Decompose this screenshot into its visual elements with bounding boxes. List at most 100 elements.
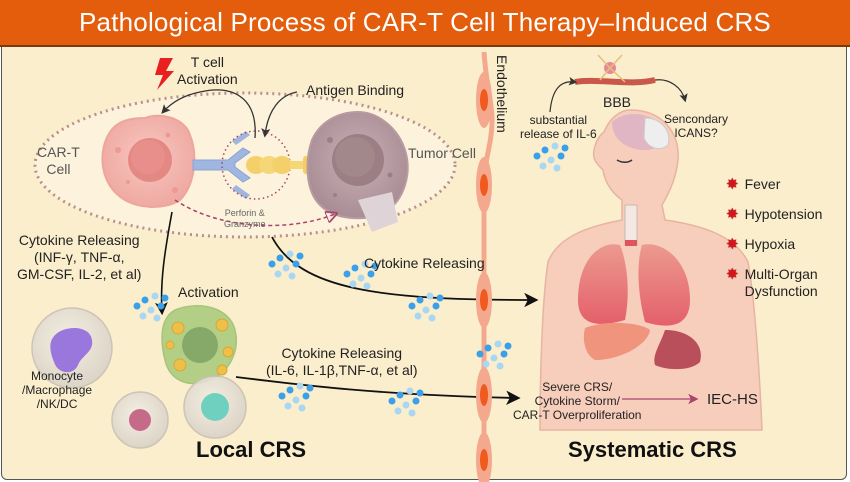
cytokine-particle — [541, 146, 549, 154]
t-cell-activation-line2: Activation — [177, 71, 238, 87]
symptom-label: Hypoxia — [744, 236, 796, 252]
cytokine-particle — [416, 389, 424, 397]
il6-to-bbb-arrow — [549, 77, 578, 113]
cytokine-particle — [288, 272, 296, 280]
cytokine-particle — [414, 312, 422, 320]
iec-hs-label: IEC-HS — [707, 391, 758, 408]
cytokine-secondary-arrow — [235, 376, 521, 405]
bbb-label: BBB — [603, 94, 632, 110]
perforin-arrow — [174, 199, 335, 227]
endothelial-nucleus — [480, 449, 488, 471]
liver — [583, 322, 650, 360]
symptom-item: ✸ Hypotension — [726, 206, 822, 223]
local-cytokine-line2: (INF-γ, TNF-α, — [33, 249, 125, 265]
lungs — [578, 244, 690, 326]
red-star-icon: ✸ — [726, 176, 739, 193]
cytokine-particle — [539, 162, 547, 170]
cytokine-particle — [141, 296, 149, 304]
immune-cells-label: Monocyte /Macrophage /NK/DC — [22, 369, 92, 411]
immune-cells-line1: Monocyte — [31, 369, 84, 383]
severe-line1: Severe CRS/ — [542, 380, 613, 394]
cytokine-particle — [133, 302, 141, 310]
cytokine-particle — [561, 144, 569, 152]
cytokine-particle — [500, 350, 508, 358]
symptom-item: ✸ Multi-Organ Dysfunction — [726, 266, 818, 300]
cytokine-particle — [396, 391, 404, 399]
cytokine-particle — [371, 262, 379, 270]
cytokine-particle — [557, 152, 565, 160]
cytokine-particle — [296, 382, 304, 390]
t-cell-activation-line1: T cell — [190, 54, 224, 70]
stomach — [654, 330, 701, 370]
cytokine-particle — [363, 282, 371, 290]
cytokine-particle — [302, 392, 310, 400]
systematic-crs-heading: Systematic CRS — [568, 437, 737, 462]
cytokine-particle — [351, 264, 359, 272]
cytokine-particle — [153, 314, 161, 322]
car-receptor — [192, 131, 251, 199]
perforin-line2: Granzyme — [224, 219, 266, 229]
systemic-cytokine-label: Cytokine Releasing — [364, 255, 485, 271]
secondary-cytokine-line2: (IL-6, IL-1β,TNF-α, et al) — [266, 362, 418, 378]
t-cell-activation-label: T cell Activation — [177, 54, 238, 88]
cytokine-particle — [484, 344, 492, 352]
cytokine-particle — [296, 252, 304, 260]
cytokine-particles — [133, 142, 569, 417]
endothelium — [476, 51, 495, 482]
secondary-cytokine-line1: Cytokine Releasing — [281, 345, 403, 361]
cytokine-particle — [388, 397, 396, 405]
macrophage-cell — [161, 305, 237, 385]
icans-line2: ICANS? — [674, 126, 718, 140]
cytokine-particle — [547, 156, 555, 164]
cytokine-particle — [286, 250, 294, 258]
symptom-label: Fever — [744, 176, 781, 192]
severe-crs-label: Severe CRS/ Cytokine Storm/ CAR-T Overpr… — [513, 380, 641, 422]
icans-label: Sencondary ICANS? — [664, 112, 728, 140]
cytokine-particle — [490, 354, 498, 362]
cytokine-particle — [157, 302, 165, 310]
cytokine-particle — [408, 409, 416, 417]
cytokine-particle — [292, 260, 300, 268]
perforin-line1: Perforin & — [224, 208, 265, 218]
car-t-cell — [101, 114, 196, 208]
cytokine-particle — [406, 387, 414, 395]
cytokine-particle — [494, 340, 502, 348]
local-cytokine-line3: GM-CSF, IL-2, et al) — [17, 266, 142, 282]
cytokine-particle — [286, 386, 294, 394]
symptom-label-line2: Dysfunction — [744, 283, 818, 299]
secondary-cytokine-label: Cytokine Releasing (IL-6, IL-1β,TNF-α, e… — [266, 345, 418, 379]
cytokine-particle — [284, 402, 292, 410]
antigen-binding-arrow — [261, 91, 298, 138]
cytokine-particle — [349, 280, 357, 288]
car-t-cell-label: CAR-T Cell — [37, 144, 80, 178]
bbb-to-icans-arrow — [654, 79, 688, 103]
local-cytokine-label: Cytokine Releasing (INF-γ, TNF-α, GM-CSF… — [17, 232, 141, 283]
il6-line1: substantial — [529, 113, 588, 127]
cytokine-particle — [306, 384, 314, 392]
car-t-label-line1: CAR-T — [37, 144, 80, 160]
symptom-item: ✸ Hypoxia — [726, 236, 795, 253]
cytokine-particle — [151, 292, 159, 300]
endothelial-nucleus — [480, 89, 488, 111]
cytokine-particle — [416, 296, 424, 304]
antigen-binding-label: Antigen Binding — [306, 82, 405, 98]
dendritic-cell — [111, 391, 169, 449]
t-cell-activation-arrow — [161, 89, 256, 139]
cytokine-particle — [292, 396, 300, 404]
cytokine-particle — [361, 260, 369, 268]
cytokine-particle — [161, 294, 169, 302]
cytokine-particle — [482, 360, 490, 368]
red-star-icon: ✸ — [726, 266, 739, 283]
symptom-label-line1: Multi-Organ — [744, 266, 818, 282]
local-cytokine-line1: Cytokine Releasing — [18, 232, 140, 248]
local-crs-heading: Local CRS — [196, 437, 307, 462]
activation-label: Activation — [178, 284, 239, 300]
cytokine-particle — [298, 404, 306, 412]
cytokine-particle — [504, 342, 512, 350]
red-star-icon: ✸ — [726, 206, 739, 223]
local-activation-arrow — [155, 211, 173, 316]
cytokine-particle — [268, 260, 276, 268]
cytokine-particle — [394, 407, 402, 415]
lightning-icon — [155, 58, 174, 90]
